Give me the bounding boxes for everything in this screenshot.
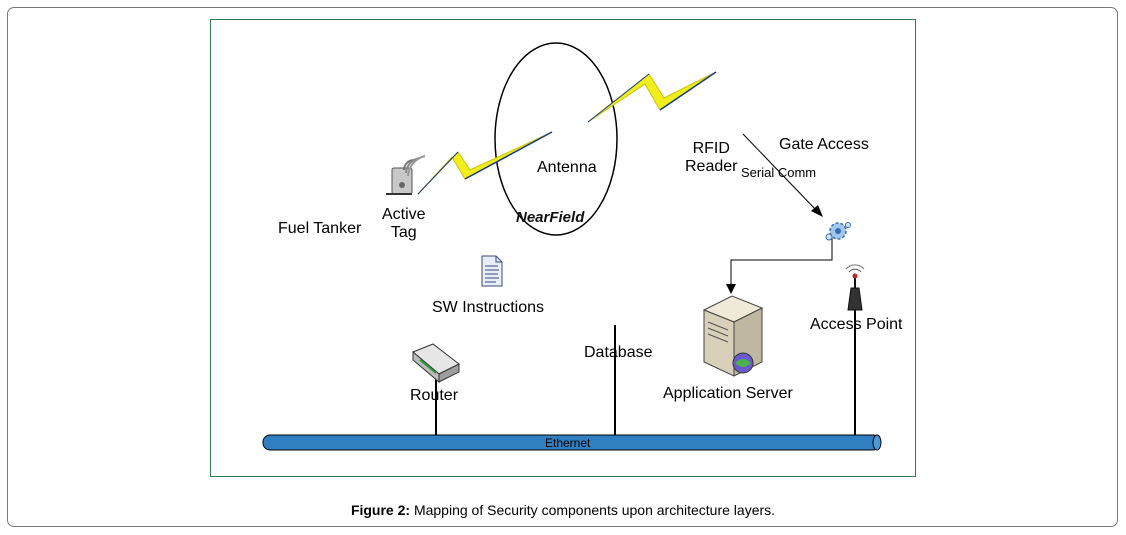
gate-to-server-arrow <box>726 238 833 294</box>
active-tag-label: Active Tag <box>382 206 426 242</box>
sw-instructions-label: SW Instructions <box>432 299 545 316</box>
figure-caption: Figure 2: Mapping of Security components… <box>0 502 1126 518</box>
rfid-reader-label: RFID Reader <box>685 140 738 176</box>
router-label: Router <box>410 387 459 404</box>
router-icon <box>412 343 460 384</box>
fuel-tanker-label: Fuel Tanker <box>278 220 362 237</box>
wireless-link-left <box>417 131 553 195</box>
document-icon <box>481 255 503 287</box>
near-field-ellipse <box>494 42 618 236</box>
serial-comm-label: Serial Comm <box>741 165 817 180</box>
diagram-panel <box>210 19 916 477</box>
rfid-tag-icon <box>386 155 426 195</box>
application-server-label: Application Server <box>663 385 793 402</box>
near-field-label: NearField <box>516 209 585 226</box>
caption-text: Mapping of Security components upon arch… <box>410 502 776 518</box>
caption-prefix: Figure 2: <box>350 502 411 518</box>
database-label: Database <box>584 344 653 361</box>
ethernet-label: Ethernet <box>545 436 591 450</box>
access-point-label: Access Point <box>810 316 903 333</box>
server-icon <box>702 295 764 377</box>
gate-access-label: Gate Access <box>779 136 869 153</box>
antenna-label: Antenna <box>537 159 597 176</box>
serial-comm-arrow <box>742 133 823 217</box>
gear-device-icon <box>825 222 851 241</box>
wireless-link-right <box>587 71 717 123</box>
ethernet-bus <box>262 434 882 451</box>
figure-frame <box>7 7 1118 527</box>
antenna-tower-icon <box>845 264 865 311</box>
